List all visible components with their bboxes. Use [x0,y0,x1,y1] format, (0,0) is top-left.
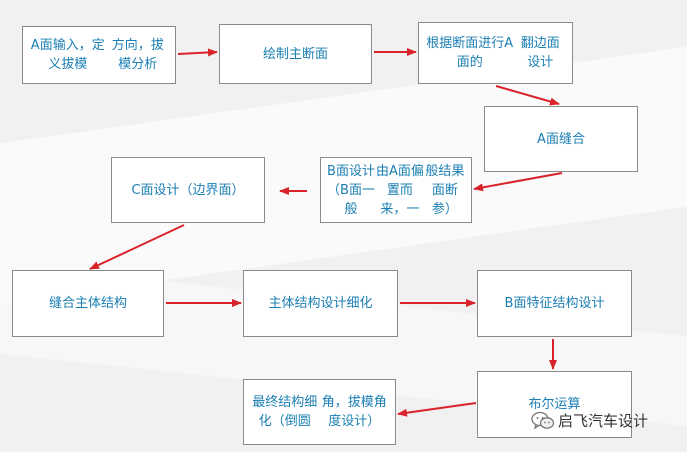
flow-arrow-n4-n5 [473,172,563,192]
wechat-icon [531,411,555,430]
step-draw-main-section: 绘制主断面 [219,24,372,84]
step-label-line: A面缝合 [537,131,585,147]
step-label-line: 最终结构细化（倒圆 [252,395,318,429]
step-a-surface-stitch: A面缝合 [484,106,638,172]
flow-arrow-n3-n4 [495,85,560,106]
watermark: 启飞汽车设计 [531,410,648,431]
step-label-line: 主体结构设计细化 [268,296,373,311]
step-label-line: 由A面偏置而来，一 [375,163,424,217]
step-stitch-main-structure: 缝合主体结构 [12,270,164,337]
step-c-surface-design: C面设计（边界面） [111,157,265,223]
step-refine-main-structure: 主体结构设计细化 [243,270,398,337]
step-final-refinement: 最终结构细化（倒圆 角，拔模角度设计） [243,379,396,445]
step-boolean-operation: 布尔运算 [477,371,632,438]
step-label-line: B面设计（B面一般 [327,163,375,217]
step-label-line: B面特征结构设计 [504,296,605,311]
flow-arrow-n10-n11 [397,402,477,417]
step-label-line: A面输入，定义拔模 [30,38,105,72]
flow-arrow-n6-n7 [89,224,185,270]
step-label-line: 绘制主断面 [262,46,328,62]
step-label-line: C面设计（边界面） [131,182,245,198]
step-label-line: 根据断面进行A面的 [426,36,514,70]
step-label-line: 翻边面设计 [520,36,560,70]
step-label-line: 布尔运算 [528,397,581,412]
step-a-flange-design: 根据断面进行A面的 翻边面设计 [418,22,573,84]
flow-arrow-n1-n2 [177,48,218,57]
step-b-feature-design: B面特征结构设计 [477,270,632,337]
step-label-line: 缝合主体结构 [48,296,127,311]
step-a-surface-input: A面输入，定义拔模 方向，拔模分析 [22,26,176,84]
step-label-line: 方向，拔模分析 [111,38,164,72]
step-label-line: 般结果面断参） [425,163,465,217]
step-label-line: 角，拔模角度设计） [321,395,387,429]
watermark-text: 启飞汽车设计 [558,412,649,430]
step-b-surface-design: B面设计（B面一般 由A面偏置而来，一 般结果面断参） [320,157,472,223]
